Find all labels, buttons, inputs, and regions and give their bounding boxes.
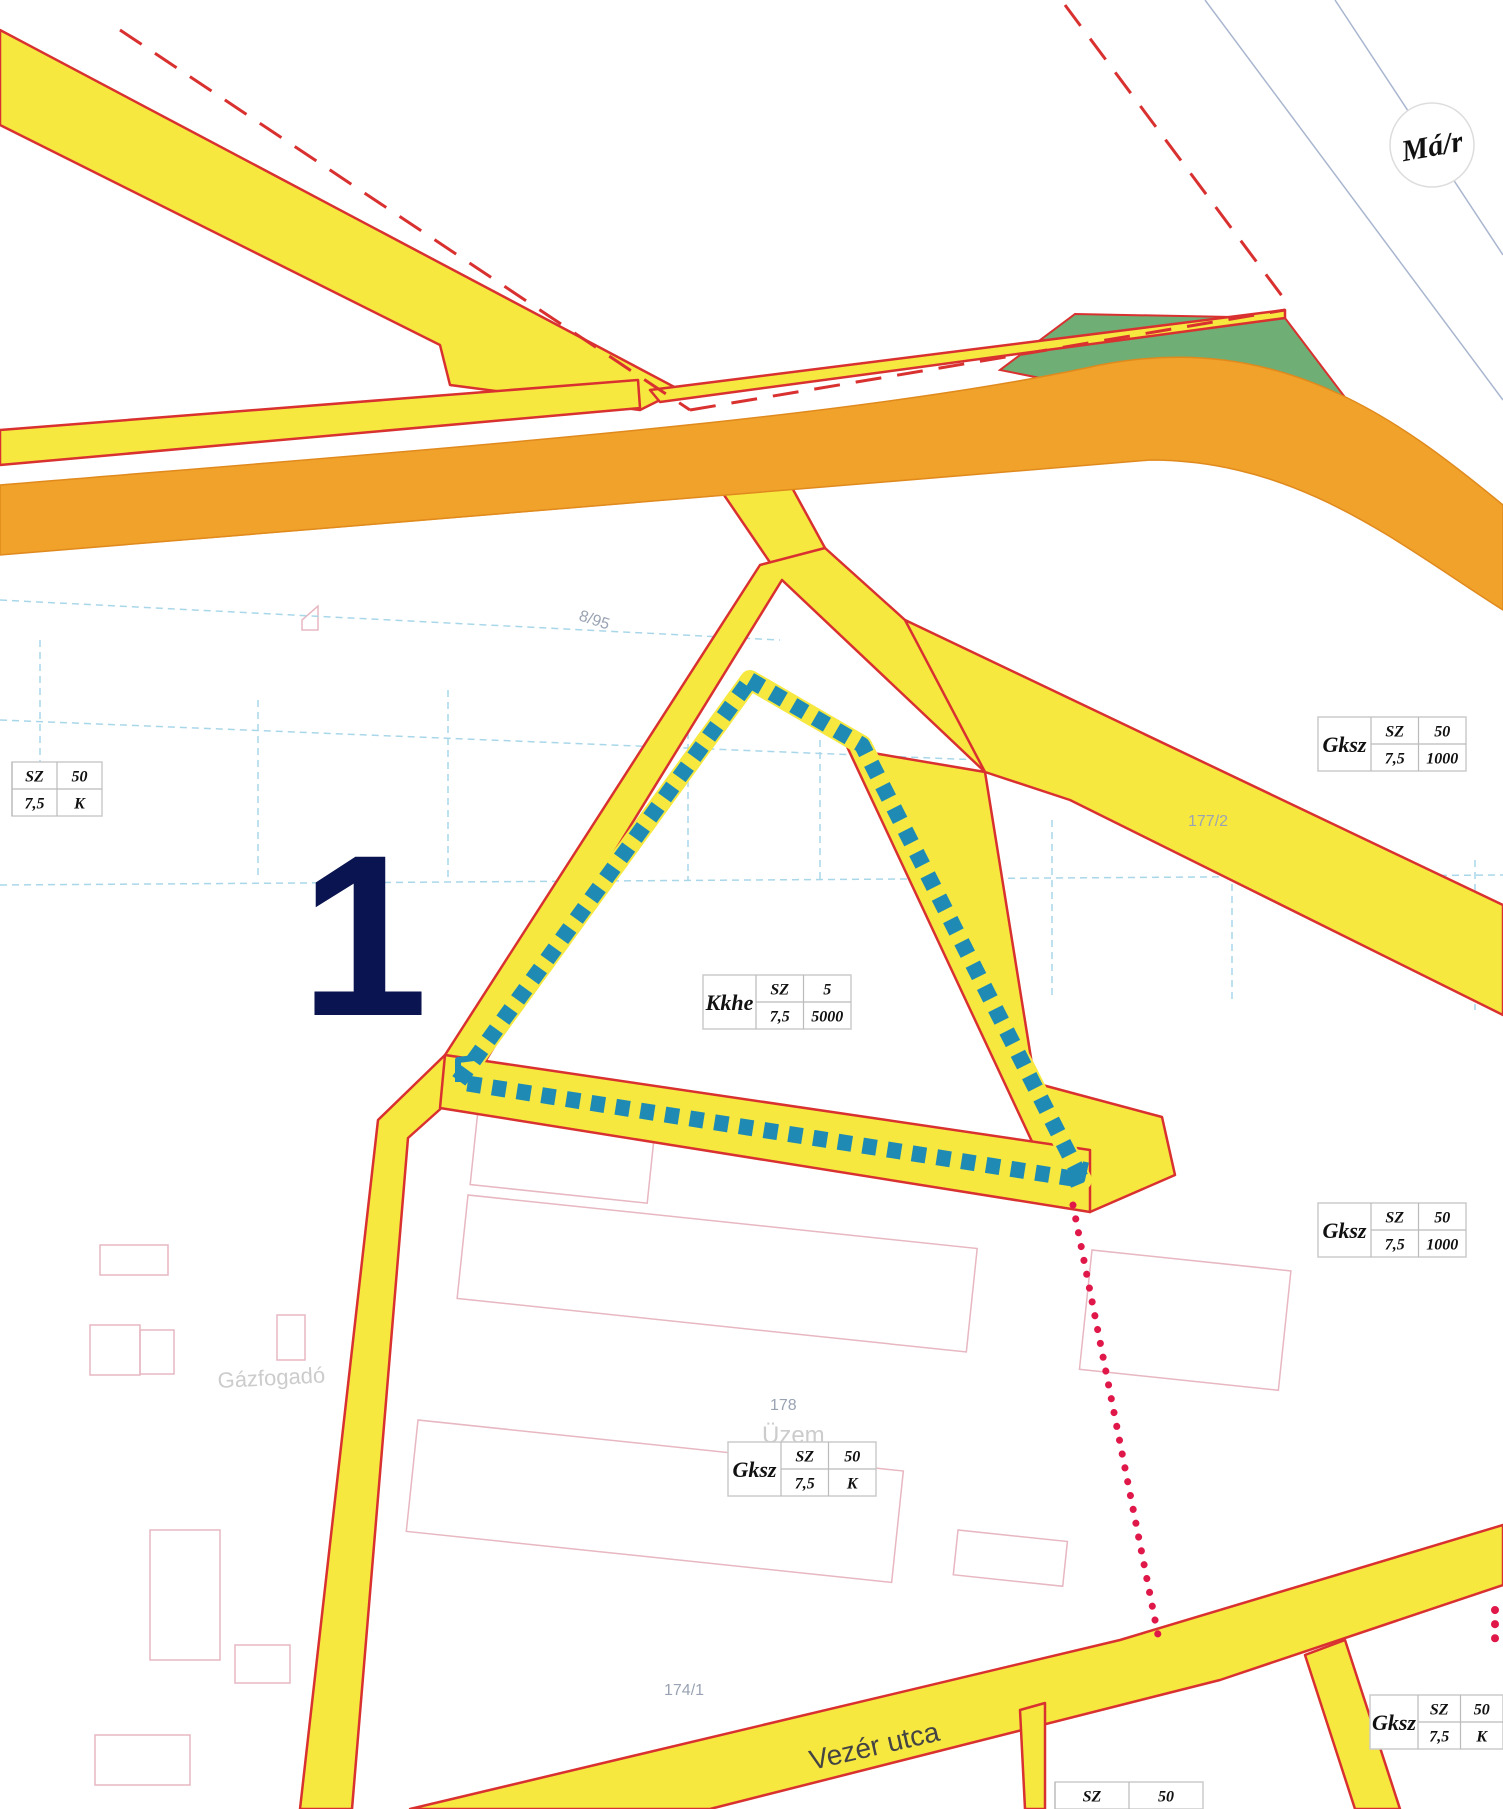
zone-code: Gksz bbox=[1372, 1710, 1416, 1735]
zone-cell: K bbox=[846, 1476, 859, 1493]
sheet-marker: 1 bbox=[300, 807, 428, 1064]
parcel-number: 177/2 bbox=[1188, 813, 1228, 830]
zone-cell: SZ bbox=[1083, 1789, 1102, 1806]
zone-cell: 50 bbox=[72, 769, 88, 786]
zone-cell: 7,5 bbox=[1429, 1729, 1449, 1746]
zone-cell: SZ bbox=[770, 982, 789, 999]
zone-cell: 50 bbox=[1434, 1210, 1450, 1227]
zone-cell: 7,5 bbox=[25, 796, 45, 813]
zone-code: Gksz bbox=[1322, 1218, 1366, 1243]
parcel-outlines bbox=[89, 604, 1292, 1786]
zone-cell: K bbox=[1475, 1729, 1488, 1746]
local-roads bbox=[0, 28, 1503, 1809]
zone-cell: 7,5 bbox=[1385, 1237, 1405, 1254]
zone-cell: SZ bbox=[1430, 1702, 1449, 1719]
red-dotted-line bbox=[1069, 1201, 1162, 1639]
zone-cell: 50 bbox=[1474, 1702, 1490, 1719]
zone-table: Gksz SZ 50 7,5 K bbox=[1369, 1694, 1503, 1750]
zone-cell: K bbox=[73, 796, 86, 813]
zone-cell: 7,5 bbox=[1385, 751, 1405, 768]
zone-code: Kkhe bbox=[705, 990, 754, 1015]
zone-cell: 7,5 bbox=[795, 1476, 815, 1493]
zone-cell: 5000 bbox=[811, 1009, 843, 1026]
zone-cell: SZ bbox=[1385, 724, 1404, 741]
zone-cell: SZ bbox=[795, 1449, 814, 1466]
parcel-number: 178 bbox=[770, 1397, 797, 1414]
zone-code: Gksz bbox=[732, 1457, 776, 1482]
zone-code: Gksz bbox=[1322, 732, 1366, 757]
zone-cell: SZ bbox=[25, 769, 44, 786]
zone-cell: 5 bbox=[823, 982, 831, 999]
zone-cell: 50 bbox=[1434, 724, 1450, 741]
admin-boundary bbox=[119, 4, 1287, 412]
planning-boundary bbox=[448, 670, 1092, 1190]
zone-table: SZ 50 7,5 K bbox=[11, 761, 103, 817]
zone-table: Gksz SZ 50 7,5 K bbox=[727, 1441, 877, 1497]
zone-cell: 1000 bbox=[1426, 1237, 1458, 1254]
zone-cell: 1000 bbox=[1426, 751, 1458, 768]
corner-badge: Má/r bbox=[1389, 102, 1475, 188]
parcel-number: 174/1 bbox=[664, 1682, 704, 1699]
label-gas-station: Gázfogadó bbox=[217, 1362, 326, 1393]
zone-table: Kkhe SZ 5 7,5 5000 bbox=[702, 974, 852, 1030]
highway bbox=[0, 356, 1503, 611]
zone-table: Gksz SZ 50 7,5 1000 bbox=[1317, 716, 1467, 772]
zone-table: Gksz SZ 50 7,5 1000 bbox=[1317, 1202, 1467, 1258]
zone-table: SZ 50 bbox=[1054, 1781, 1204, 1809]
zone-cell: 50 bbox=[844, 1449, 860, 1466]
zone-cell: 50 bbox=[1158, 1789, 1174, 1806]
zone-cell: 7,5 bbox=[770, 1009, 790, 1026]
zone-cell: SZ bbox=[1385, 1210, 1404, 1227]
